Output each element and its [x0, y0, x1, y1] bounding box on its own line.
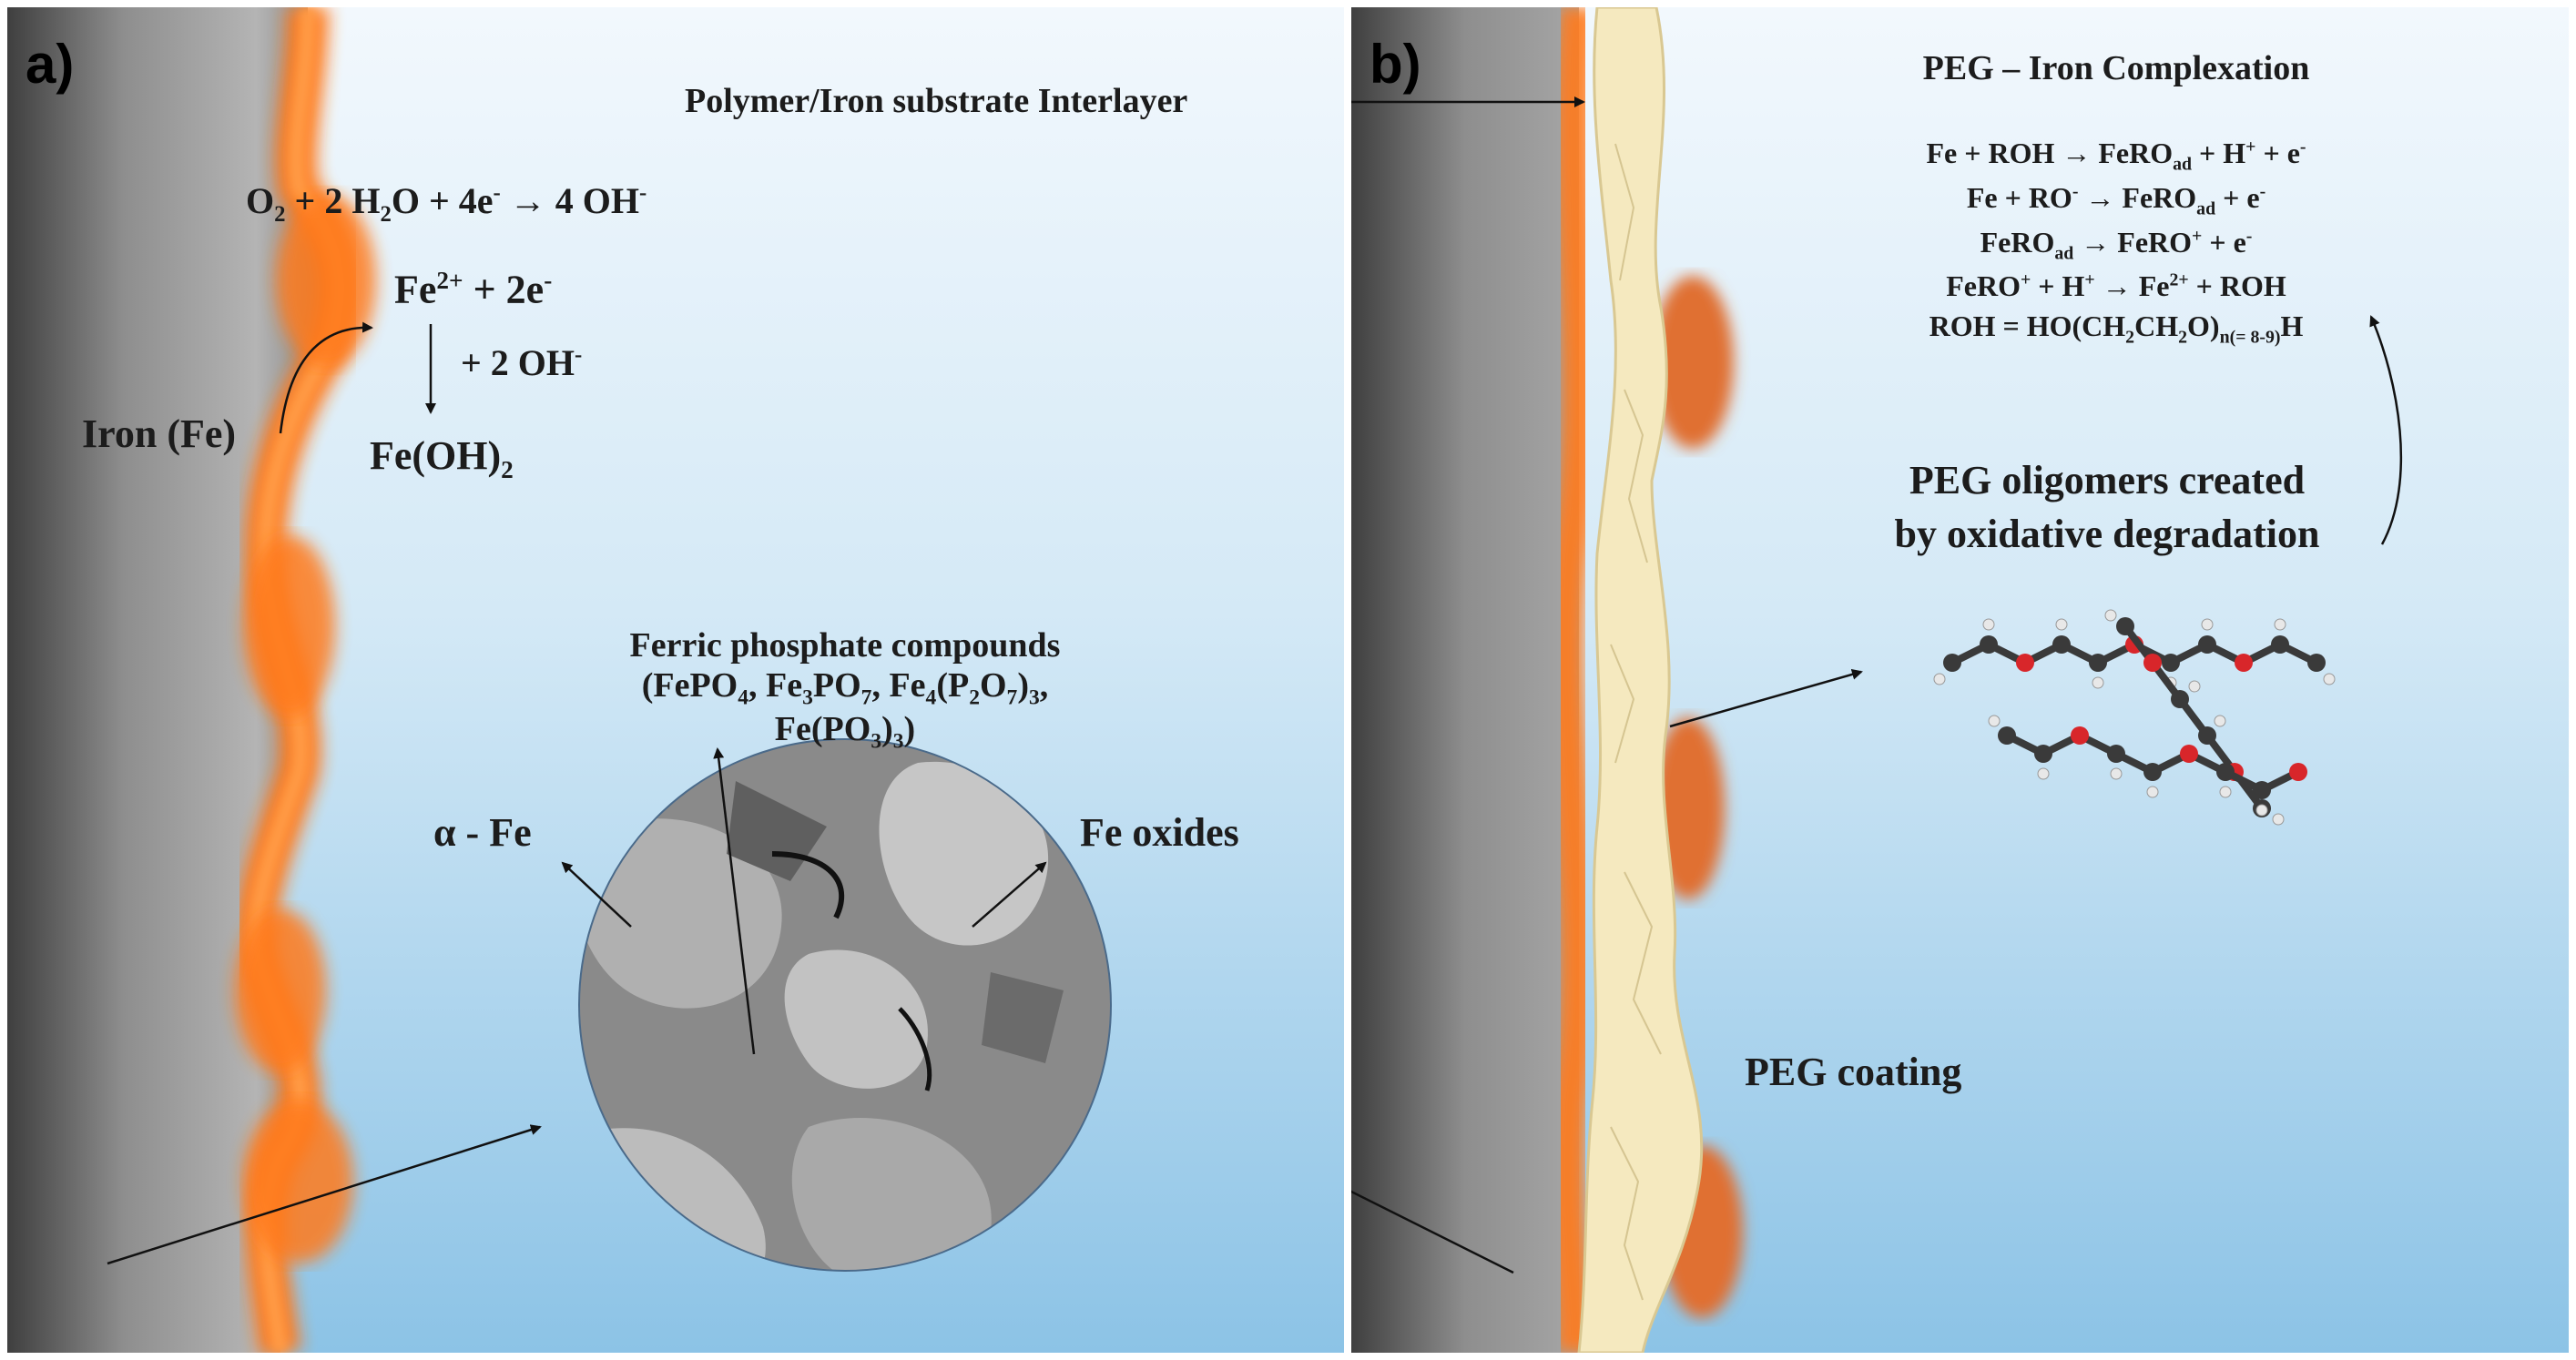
equation-5: ROH = HO(CH2CH2O)n(= 8-9)H	[1929, 310, 2304, 348]
complexation-title: PEG – Iron Complexation	[1922, 49, 2310, 87]
coating-cracks	[1610, 143, 1662, 1301]
arrow-fe-oxides	[972, 861, 1047, 928]
equation-4: FeRO+ + H+ → Fe2+ + ROH	[1946, 269, 2286, 303]
complexation-equations: Fe + ROH → FeROad + H+ + e- Fe + RO- → F…	[1825, 133, 2408, 350]
panel-b-overlay	[1351, 96, 2403, 1274]
arrow-alpha-fe	[561, 861, 632, 928]
panel-b: b) PEG – Iron Complexation Fe + ROH → Fe…	[1351, 7, 2569, 1353]
equation-1: Fe + ROH → FeROad + H+ + e-	[1926, 137, 2306, 175]
interlayer-label: Polymer/Iron substrate Interlayer	[685, 82, 1188, 120]
panel-a-label: a)	[25, 34, 75, 95]
arrow-iron-label	[279, 321, 373, 434]
panel-b-background	[1351, 7, 2569, 1353]
oligomers-label: PEG oligomers created by oxidative degra…	[1894, 458, 2320, 557]
panel-a-arrows	[107, 321, 1047, 1265]
iron-substrate-b	[1351, 7, 1579, 1353]
arrow-oligomers-to-equations	[2369, 315, 2403, 545]
peg-coating	[1577, 7, 1704, 1353]
rust-layer-b	[1547, 7, 1599, 1353]
alpha-fe-label: α - Fe	[433, 810, 532, 855]
iron-label: Iron (Fe)	[82, 411, 237, 456]
equation-3: FeROad → FeRO+ + e-	[1980, 225, 2253, 263]
panel-b-label: b)	[1369, 34, 1421, 95]
panel-a-background	[7, 7, 1344, 1353]
peg-oligomer-molecule-1	[1933, 618, 2336, 689]
reaction-hydroxide: + 2 OH-	[461, 342, 583, 383]
arrow-coating-to-oligomers	[1669, 668, 1863, 728]
arrow-panel-b-to-micrograph	[1351, 1190, 1514, 1274]
reaction-iron-oxidation: Fe2+ + 2e-	[394, 267, 553, 312]
arrow-ferric-phosphate	[713, 747, 756, 1055]
reaction-oxygen-reduction: O2 + 2 H2O + 4e- → 4 OH-	[246, 180, 647, 227]
reaction-product-fe-oh2: Fe(OH)2	[370, 433, 514, 483]
micrograph-circle	[579, 739, 1111, 1271]
arrow-rust-to-micrograph	[107, 1124, 542, 1265]
ferric-phosphate-label: Ferric phosphate compounds (FePO4, Fe3PO…	[629, 626, 1061, 754]
peg-oligomer-molecule-3	[1988, 715, 2307, 817]
panel-a: a) O2 + 2 H2O + 4e- → 4 OH- Fe2+ + 2e- +…	[7, 7, 1344, 1353]
fe-oxides-label: Fe oxides	[1080, 810, 1239, 855]
peg-coating-label: PEG coating	[1745, 1050, 1962, 1094]
equation-2: Fe + RO- → FeROad + e-	[1966, 180, 2266, 219]
